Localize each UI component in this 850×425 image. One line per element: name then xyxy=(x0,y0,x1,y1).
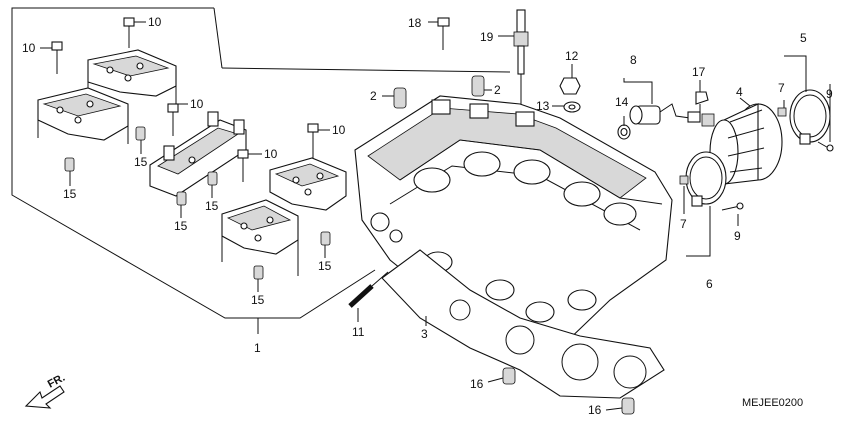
callout-15: 15 xyxy=(174,219,188,233)
clamp-6 xyxy=(685,151,727,207)
callout-4: 4 xyxy=(736,85,743,99)
callout-6: 6 xyxy=(706,277,713,291)
bolt-10-d xyxy=(237,149,249,182)
bolt-17 xyxy=(695,91,709,112)
spark-plug-19 xyxy=(513,9,529,104)
camshaft-holder-lower xyxy=(221,199,299,276)
camshaft-holder-center xyxy=(149,111,247,197)
clips-7 xyxy=(679,107,787,185)
callout-10: 10 xyxy=(190,97,204,111)
callout-16: 16 xyxy=(470,377,484,391)
clamp-5 xyxy=(789,89,831,145)
callout-15: 15 xyxy=(205,199,219,213)
leader-lines xyxy=(40,21,831,411)
dowels-16 xyxy=(502,367,635,415)
callout-19: 19 xyxy=(480,30,494,44)
washer-13 xyxy=(563,101,581,113)
bolt-12 xyxy=(559,77,581,95)
exhaust-ports xyxy=(423,251,597,323)
callout-1: 1 xyxy=(254,341,261,355)
front-label: FR. xyxy=(46,372,67,391)
screws-9 xyxy=(721,141,834,211)
front-arrow-icon: FR. xyxy=(24,372,67,409)
callout-3: 3 xyxy=(421,327,428,341)
assembly-boundary xyxy=(11,7,511,334)
callout-9: 9 xyxy=(826,87,833,101)
callout-15: 15 xyxy=(63,187,77,201)
callout-10: 10 xyxy=(332,123,346,137)
sensor-8 xyxy=(629,103,715,127)
callout-2: 2 xyxy=(370,89,377,103)
caps-2 xyxy=(393,75,485,109)
callout-15: 15 xyxy=(318,259,332,273)
callout-17: 17 xyxy=(692,65,706,79)
callout-10: 10 xyxy=(22,41,36,55)
bolt-10-e xyxy=(307,123,319,158)
bolt-10-a xyxy=(123,17,135,48)
callout-7: 7 xyxy=(680,217,687,231)
callout-7: 7 xyxy=(778,81,785,95)
callout-10: 10 xyxy=(264,147,278,161)
camshaft-holder-left xyxy=(37,87,129,144)
bolt-18 xyxy=(437,17,450,50)
callout-10: 10 xyxy=(148,15,162,29)
callout-15: 15 xyxy=(251,293,265,307)
callout-15: 15 xyxy=(134,155,148,169)
head-gasket-3 xyxy=(381,249,665,399)
stud-bolt-11 xyxy=(348,271,389,308)
o-ring-14 xyxy=(617,124,631,140)
callout-13: 13 xyxy=(536,99,550,113)
callout-16: 16 xyxy=(588,403,602,417)
callout-9: 9 xyxy=(734,229,741,243)
dowel-pins xyxy=(64,126,331,280)
callout-8: 8 xyxy=(630,53,637,67)
callout-2: 2 xyxy=(494,83,501,97)
callout-11: 11 xyxy=(352,325,365,339)
bolt-10-b xyxy=(51,41,63,74)
cam-journals xyxy=(413,151,637,226)
flange-bolts xyxy=(51,17,319,182)
diagram-code: MEJEE0200 xyxy=(742,397,803,409)
callout-labels: 10 10 10 10 10 15 15 15 15 15 15 1 18 19… xyxy=(22,15,833,417)
callout-18: 18 xyxy=(408,16,422,30)
callout-12: 12 xyxy=(565,49,579,63)
bolt-10-c xyxy=(167,103,179,136)
callout-5: 5 xyxy=(800,31,807,45)
camshaft-holder-upper-left xyxy=(87,49,177,104)
camshaft-holder-right xyxy=(269,157,347,211)
callout-14: 14 xyxy=(615,95,629,109)
